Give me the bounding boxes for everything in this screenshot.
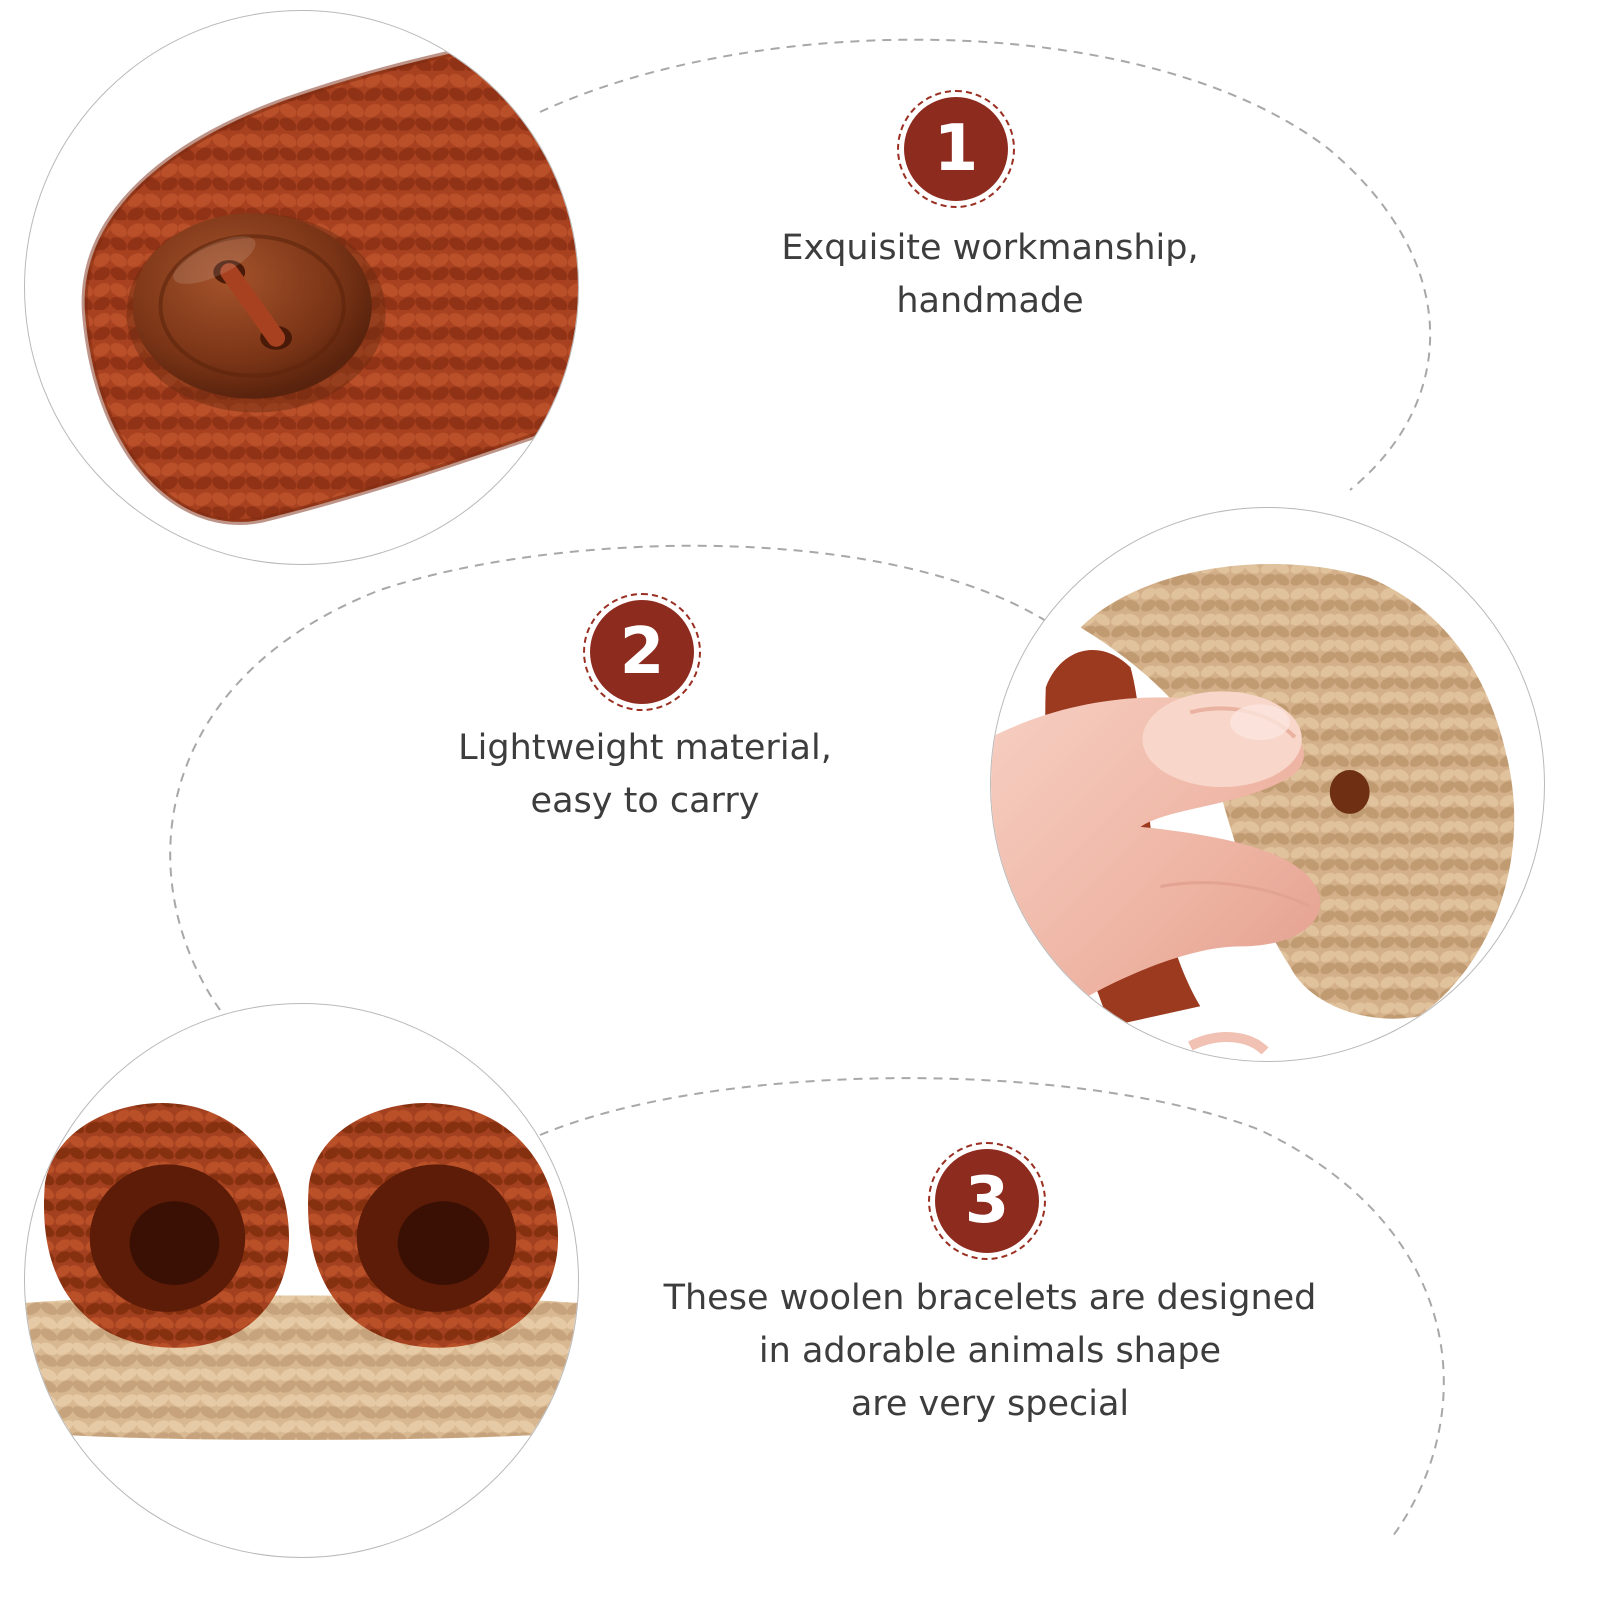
rust-knit-button-illustration [81, 28, 578, 525]
photo-hand-holding-bracelet [990, 507, 1545, 1062]
feature-2-caption: Lightweight material, easy to carry [345, 722, 945, 828]
feature-2-number-badge: 2 [583, 593, 701, 711]
feature-3-caption: These woolen bracelets are designed in a… [630, 1272, 1350, 1431]
feature-2-caption-line: easy to carry [530, 781, 760, 821]
feature-1-number: 1 [904, 97, 1008, 201]
feature-1-caption-line: Exquisite workmanship, [781, 228, 1199, 268]
feature-1-caption: Exquisite workmanship, handmade [690, 222, 1290, 328]
feature-3-number-badge: 3 [928, 1142, 1046, 1260]
dashed-arc-bottom [539, 1077, 1445, 1541]
feature-1-number-badge: 1 [897, 90, 1015, 208]
hand-bracelet-illustration [991, 564, 1515, 1055]
feature-3-caption-line: These woolen bracelets are designed [663, 1278, 1317, 1318]
feature-3-caption-line: are very special [850, 1384, 1130, 1424]
feature-1-caption-line: handmade [896, 281, 1084, 321]
photo-animal-ears-closeup [24, 1003, 579, 1558]
feature-3-caption-line: in adorable animals shape [758, 1331, 1222, 1371]
animal-ears-illustration [25, 1103, 578, 1440]
feature-2-number: 2 [590, 600, 694, 704]
feature-2-caption-line: Lightweight material, [458, 728, 832, 768]
photo-rust-button-closeup [24, 10, 579, 565]
dashed-arc-top [539, 38, 1431, 491]
feature-3-number: 3 [935, 1149, 1039, 1253]
